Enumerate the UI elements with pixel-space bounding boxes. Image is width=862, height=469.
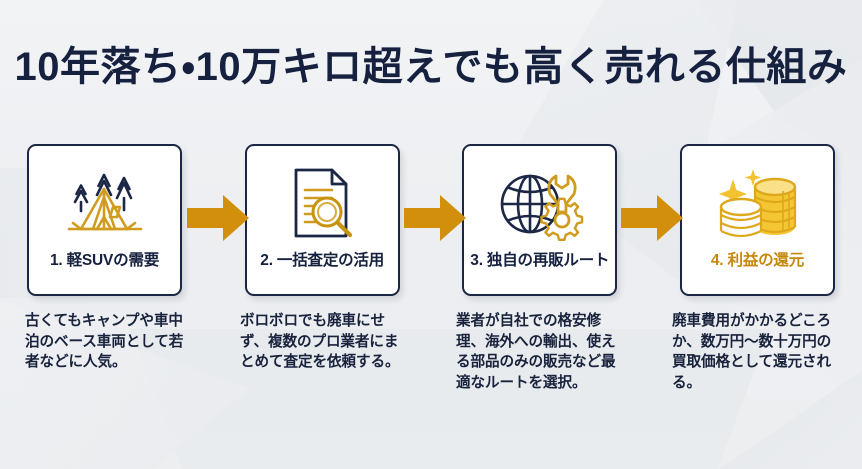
step-description-2: ボロボロでも廃車にせず、複数のプロ業者にまとめて査定を依頼する。 xyxy=(240,313,400,371)
step-card-4[interactable]: 4. 利益の還元 xyxy=(679,144,835,296)
document-magnifier-icon xyxy=(280,162,364,246)
step-card-label: 3. 独自の再販ルート xyxy=(470,252,610,269)
step-card-label: 2. 一括査定の活用 xyxy=(260,252,385,269)
step-description-1: 古くてもキャンプや車中泊のベース車両として若者などに人気。 xyxy=(25,313,184,371)
step-description-row: 古くてもキャンプや車中泊のベース車両として若者などに人気。 ボロボロでも廃車にせ… xyxy=(25,311,835,394)
step-description-4: 廃車費用がかかるどころか、数万円〜数十万円の買取価格として還元される。 xyxy=(672,313,832,392)
step-card-label: 4. 利益の還元 xyxy=(710,252,805,269)
step-arrow-2 xyxy=(404,195,466,241)
step-card-3[interactable]: 3. 独自の再販ルート xyxy=(462,144,618,296)
step-description-3: 業者が自社での格安修理、海外への輸出、使える部品のみの販売など最適なルートを選択… xyxy=(456,313,616,392)
step-card-row: 1. 軽SUVの需要 xyxy=(27,144,835,296)
globe-wrench-gear-icon xyxy=(494,162,586,246)
step-arrow-1 xyxy=(187,195,249,241)
page-title: 10年落ち・10万キロ超えでも高く売れる仕組み xyxy=(14,45,848,89)
camping-tent-icon xyxy=(59,162,151,246)
coin-stacks-sparkle-icon xyxy=(711,162,803,246)
step-card-label: 1. 軽SUVの需要 xyxy=(49,252,160,269)
step-arrow-3 xyxy=(621,195,683,241)
step-card-1[interactable]: 1. 軽SUVの需要 xyxy=(27,144,182,296)
step-card-2[interactable]: 2. 一括査定の活用 xyxy=(244,144,400,296)
